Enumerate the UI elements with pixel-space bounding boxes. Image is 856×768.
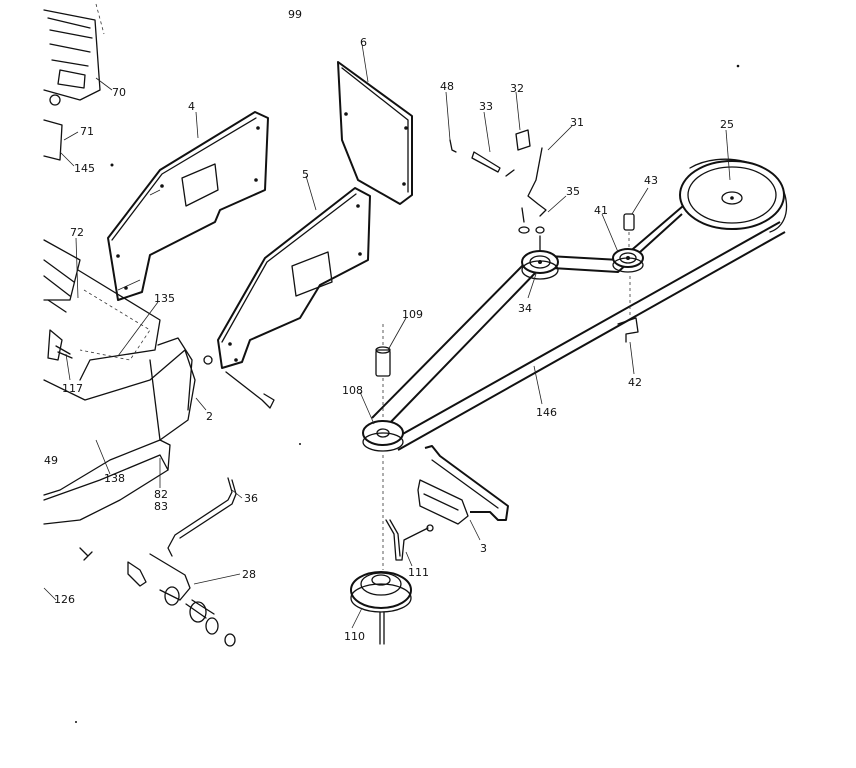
callout-99: 99 <box>288 8 302 21</box>
callout-70: 70 <box>112 86 126 99</box>
callout-126: 126 <box>54 593 75 606</box>
spacer-109 <box>375 324 391 420</box>
pulley-110 <box>350 455 412 645</box>
callout-34: 34 <box>518 302 532 315</box>
callout-32: 32 <box>510 82 524 95</box>
chassis-frame <box>43 239 213 561</box>
callout-145: 145 <box>74 162 95 175</box>
callout-82: 82 <box>154 488 168 501</box>
leader-lines <box>43 43 731 629</box>
callout-110: 110 <box>344 630 365 643</box>
callout-49: 49 <box>44 454 58 467</box>
bracket-3 <box>417 445 509 525</box>
side-panel-5 <box>217 187 371 409</box>
callout-3: 3 <box>480 542 487 555</box>
callout-28: 28 <box>242 568 256 581</box>
pulley-108 <box>362 420 404 452</box>
callout-36: 36 <box>244 492 258 505</box>
callout-25: 25 <box>720 118 734 131</box>
callout-111: 111 <box>408 566 429 579</box>
callout-48: 48 <box>440 80 454 93</box>
idler-pulley-41 <box>612 248 644 273</box>
callout-117: 117 <box>62 382 83 395</box>
callout-71: 71 <box>80 125 94 138</box>
callout-43: 43 <box>644 174 658 187</box>
callout-83: 83 <box>154 500 168 513</box>
callout-4: 4 <box>188 100 195 113</box>
callout-31: 31 <box>570 116 584 129</box>
lever-assembly <box>127 477 237 647</box>
callout-5: 5 <box>302 168 309 181</box>
callout-42: 42 <box>628 376 642 389</box>
callout-135: 135 <box>154 292 175 305</box>
callout-2: 2 <box>206 410 213 423</box>
pulley-25 <box>679 160 785 230</box>
callout-41: 41 <box>594 204 608 217</box>
rod-111 <box>385 519 434 561</box>
callout-108: 108 <box>342 384 363 397</box>
engine-housing <box>43 3 105 161</box>
callout-6: 6 <box>360 36 367 49</box>
callout-138: 138 <box>104 472 125 485</box>
callout-109: 109 <box>402 308 423 321</box>
callout-35: 35 <box>566 185 580 198</box>
callout-labels: 99 70 71 145 4 6 5 48 33 32 31 35 25 43 … <box>44 8 734 643</box>
scan-specks <box>75 64 740 723</box>
side-panel-4 <box>107 111 269 301</box>
callout-72: 72 <box>70 226 84 239</box>
side-panel-6 <box>337 61 413 205</box>
idler-pulley-34 <box>521 250 559 280</box>
callout-146: 146 <box>536 406 557 419</box>
callout-33: 33 <box>479 100 493 113</box>
hardware-group <box>449 129 639 343</box>
